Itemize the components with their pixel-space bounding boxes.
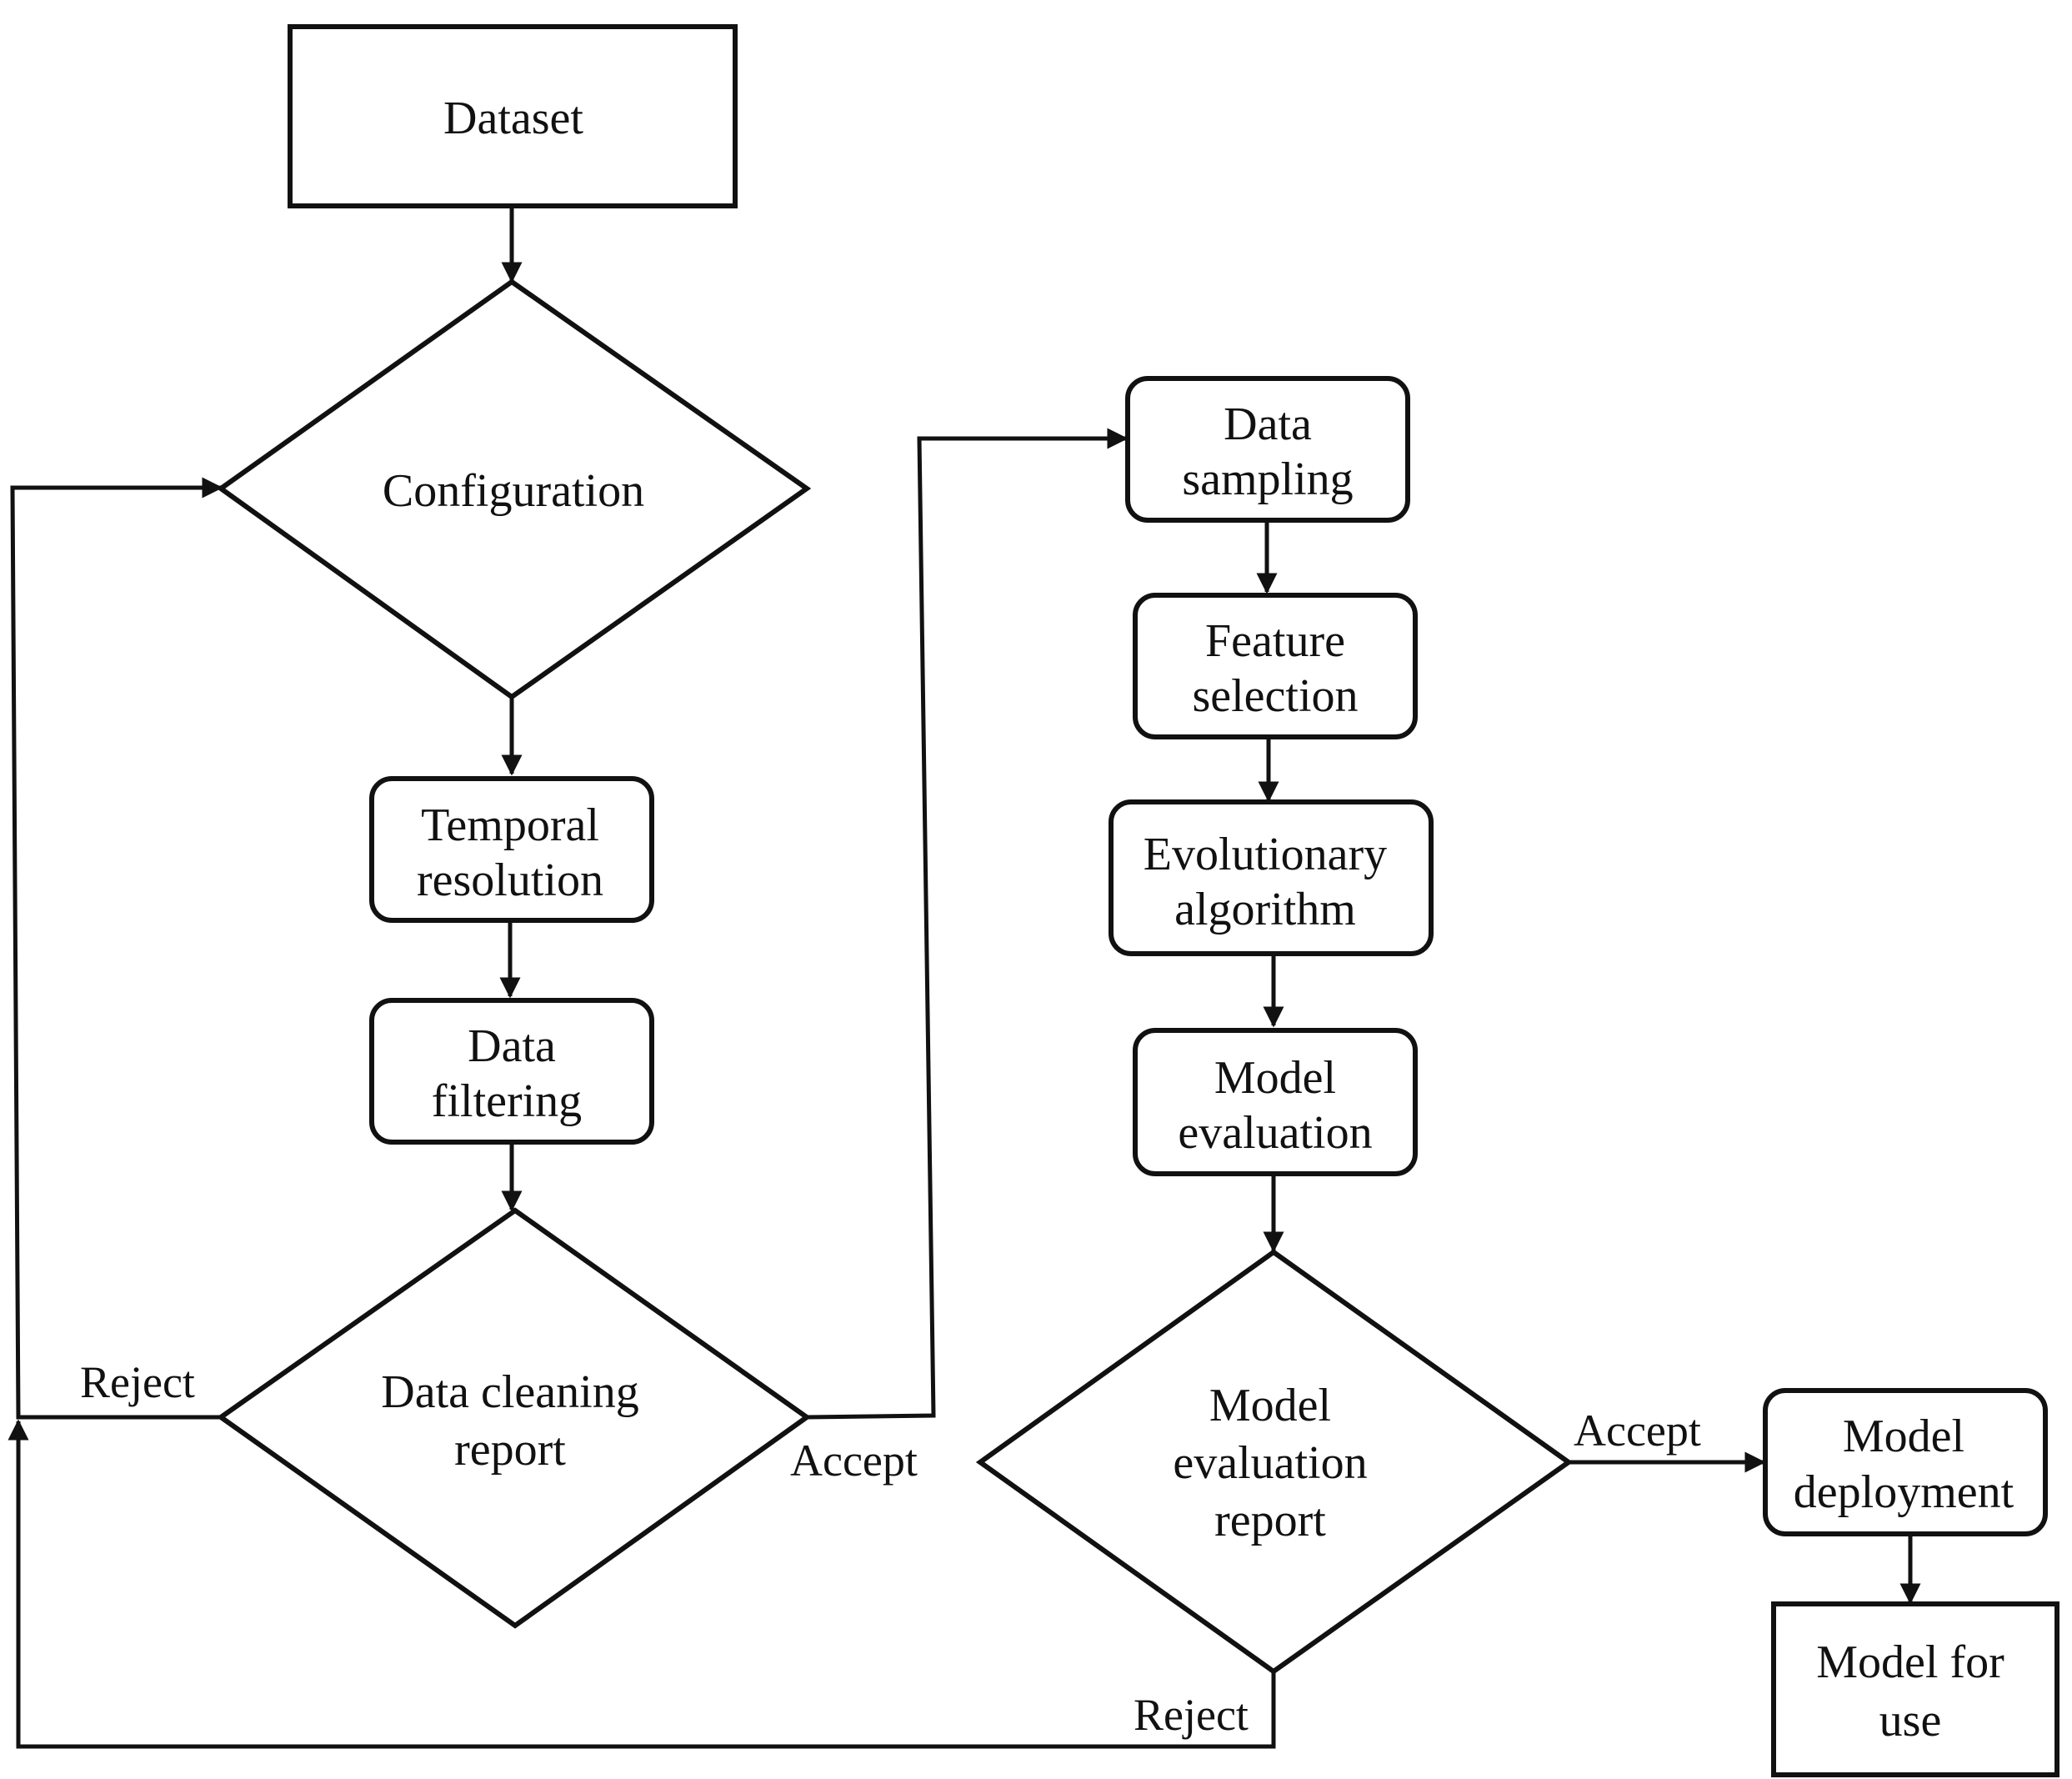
model-for-use-box <box>1771 1601 2059 1777</box>
edge-label-cleaning-accept: Accept <box>790 1436 918 1486</box>
filtering-box <box>369 998 654 1145</box>
edge-cleaning-reject-to-configuration <box>10 477 223 1420</box>
edge-label-eval-reject: Reject <box>1134 1690 1249 1740</box>
configuration-diamond <box>216 278 812 700</box>
deployment-box <box>1763 1388 2048 1536</box>
node-model-evaluation-report: Model evaluation report <box>975 1249 1574 1675</box>
model-evaluation-box <box>1133 1028 1418 1176</box>
node-dataset: Dataset <box>288 24 738 208</box>
node-evolutionary-algorithm: Evolutionary algorithm <box>1109 799 1434 956</box>
node-model-deployment: Model deployment <box>1763 1388 2048 1536</box>
model-for-use-label-line1: Model for <box>1816 1636 2004 1688</box>
evolutionary-label-line1: Evolutionary <box>1144 829 1387 880</box>
deployment-label-line2: deployment <box>1794 1466 2014 1518</box>
edge-labels: Reject Accept Accept Reject <box>80 1357 1701 1740</box>
node-data-cleaning-report: Data cleaning report <box>216 1207 812 1629</box>
node-model-for-use: Model for use <box>1771 1601 2059 1777</box>
node-data-sampling: Data sampling <box>1125 376 1410 523</box>
evolutionary-label-line2: algorithm <box>1174 884 1356 935</box>
feature-selection-label-line2: selection <box>1192 670 1358 722</box>
deployment-label-line1: Model <box>1843 1411 1964 1462</box>
temporal-label-line2: resolution <box>417 854 603 906</box>
feature-selection-label-line1: Feature <box>1205 615 1345 667</box>
configuration-label: Configuration <box>383 465 644 517</box>
temporal-label-line1: Temporal <box>421 799 599 851</box>
node-data-filtering: Data filtering <box>369 998 654 1145</box>
eval-report-label-line3: report <box>1214 1495 1326 1546</box>
eval-report-label-line1: Model <box>1209 1380 1331 1431</box>
sampling-box <box>1125 376 1410 523</box>
edge-cleaning-accept-to-sampling <box>806 428 1129 1420</box>
model-evaluation-label-line1: Model <box>1214 1052 1336 1104</box>
filtering-label-line1: Data <box>468 1020 556 1072</box>
temporal-box <box>369 776 654 923</box>
feature-selection-box <box>1133 593 1418 739</box>
cleaning-report-label-line1: Data cleaning <box>381 1366 638 1418</box>
edges <box>8 207 1921 1749</box>
evolutionary-box <box>1109 799 1434 956</box>
sampling-label-line1: Data <box>1224 398 1312 450</box>
dataset-box <box>288 24 738 208</box>
eval-report-label-line2: evaluation <box>1173 1437 1367 1489</box>
cleaning-report-diamond <box>216 1207 812 1629</box>
model-for-use-label-line2: use <box>1879 1695 1942 1746</box>
eval-report-diamond <box>975 1249 1574 1675</box>
model-evaluation-label-line2: evaluation <box>1178 1107 1372 1159</box>
node-feature-selection: Feature selection <box>1133 593 1418 739</box>
node-configuration: Configuration <box>216 278 812 700</box>
dataset-label: Dataset <box>443 93 583 144</box>
node-temporal-resolution: Temporal resolution <box>369 776 654 923</box>
edge-eval-reject-to-configuration <box>8 1419 1276 1749</box>
cleaning-report-label-line2: report <box>454 1424 566 1476</box>
sampling-label-line2: sampling <box>1182 454 1353 505</box>
node-model-evaluation: Model evaluation <box>1133 1028 1418 1176</box>
edge-label-eval-accept: Accept <box>1574 1406 1701 1456</box>
edge-label-cleaning-reject: Reject <box>80 1357 195 1407</box>
filtering-label-line2: filtering <box>432 1075 582 1127</box>
